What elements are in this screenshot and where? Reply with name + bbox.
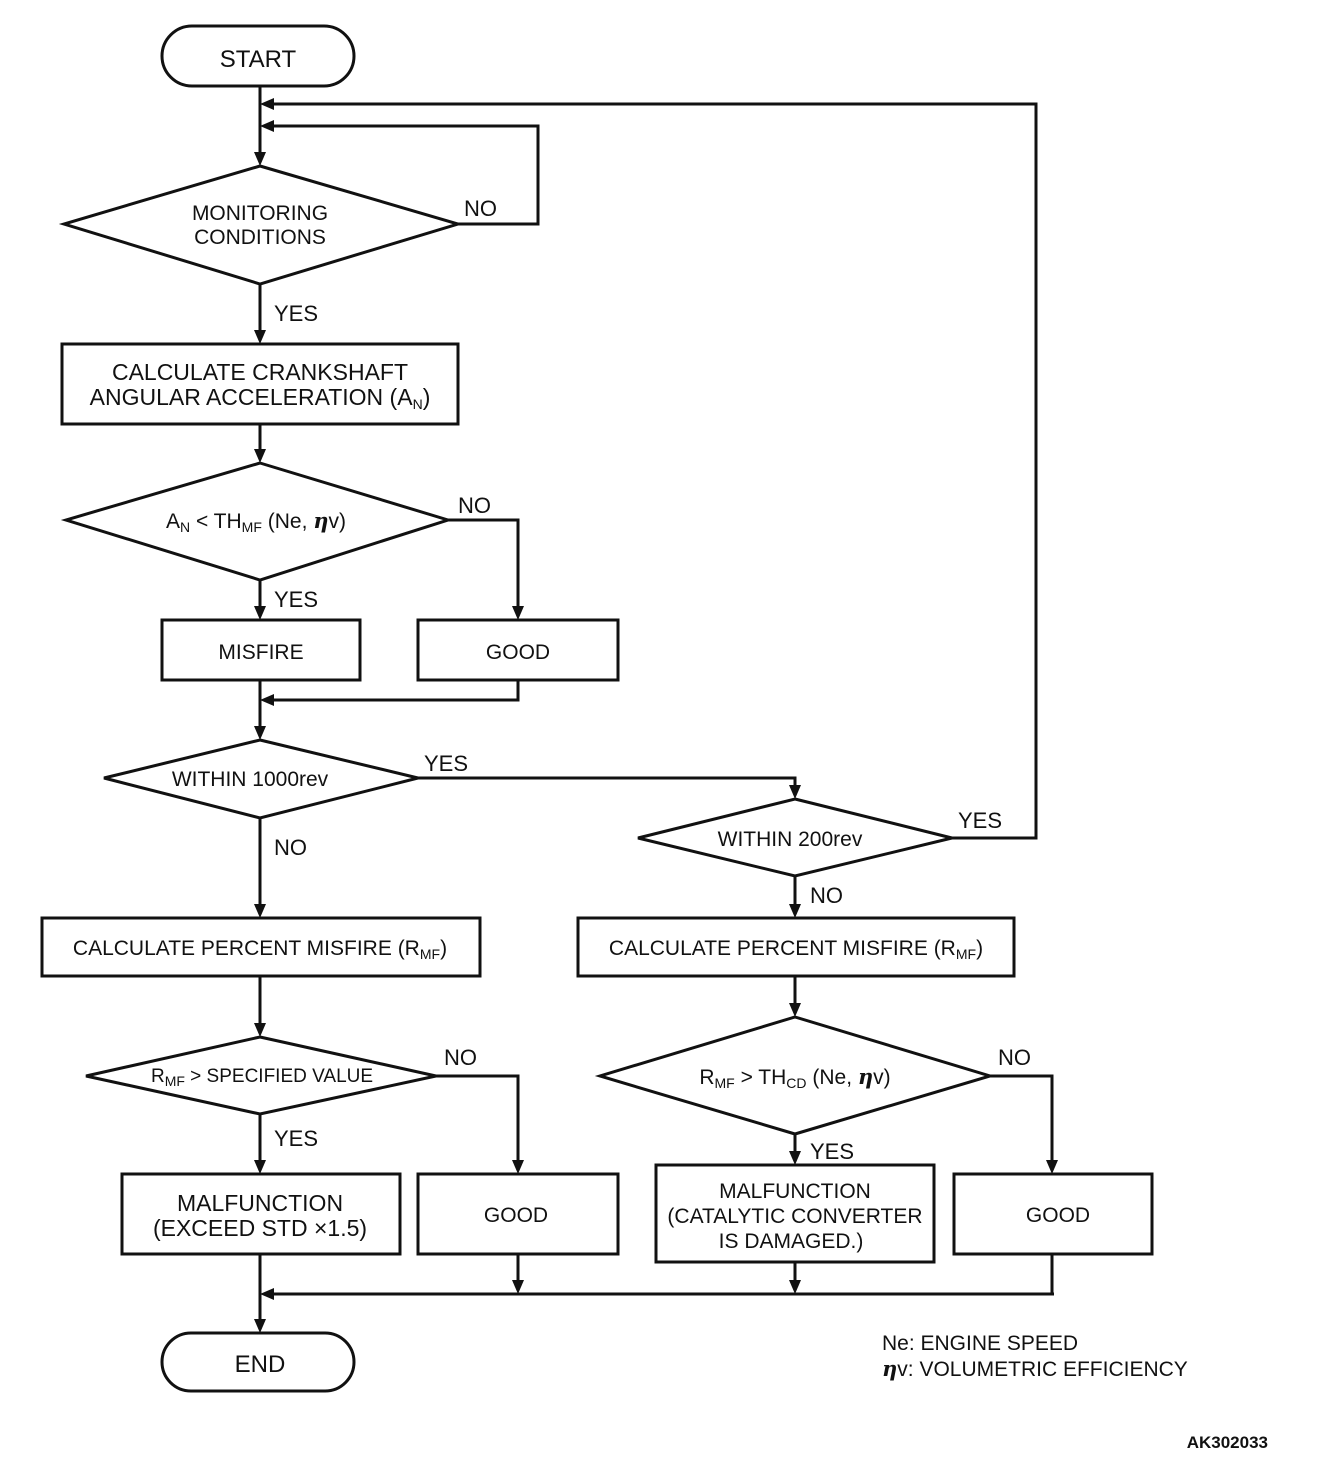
branch-yes-catalyst: YES xyxy=(810,1139,854,1164)
malfunction-cat-line2: (CATALYTIC CONVERTER xyxy=(667,1205,922,1228)
end-terminal xyxy=(160,1331,356,1393)
good-label-1: GOOD xyxy=(486,641,550,664)
legend-volumetric-efficiency: ηv: VOLUMETRIC EFFICIENCY xyxy=(882,1356,1188,1381)
start-label: START xyxy=(220,46,297,73)
malfunction-std-line2: (EXCEED STD ×1.5) xyxy=(153,1215,367,1241)
misfire-box xyxy=(160,618,362,682)
good-box-1 xyxy=(416,618,620,682)
arrow-down-icon xyxy=(789,1003,801,1017)
calc-percent-misfire-box-left xyxy=(40,916,482,978)
arrow-down-icon xyxy=(254,606,266,620)
branch-yes-acceleration: YES xyxy=(274,587,318,612)
within-200rev-decision xyxy=(637,797,953,878)
arrow-down-icon xyxy=(254,449,266,463)
arrow-left-icon xyxy=(260,694,274,706)
catalyst-threshold-decision xyxy=(594,1015,996,1136)
calc-percent-left-label: CALCULATE PERCENT MISFIRE (RMF) xyxy=(73,937,447,962)
arrow-down-icon xyxy=(254,152,266,166)
malfunction-std-line1: MALFUNCTION xyxy=(177,1190,343,1216)
within-200rev-label: WITHIN 200rev xyxy=(718,828,863,851)
monitoring-label-line1: MONITORING xyxy=(192,202,328,225)
arrow-down-icon xyxy=(1046,1160,1058,1174)
branch-no-within-200: NO xyxy=(810,883,843,908)
arrow-down-icon xyxy=(254,726,266,740)
good-label-2: GOOD xyxy=(484,1204,548,1227)
arrow-down-icon xyxy=(789,1151,801,1165)
good-box-3 xyxy=(952,1172,1154,1256)
arrow-down-icon xyxy=(254,1023,266,1037)
calc-accel-label-line1: CALCULATE CRANKSHAFT xyxy=(112,359,408,385)
acceleration-threshold-decision xyxy=(60,461,454,582)
calc-percent-misfire-box-right xyxy=(576,916,1016,978)
arrow-down-icon xyxy=(254,904,266,918)
arrow-down-icon xyxy=(789,1280,801,1294)
arrowheads xyxy=(254,98,1058,1333)
malfunction-cat-line1: MALFUNCTION xyxy=(719,1180,871,1203)
within-1000rev-label: WITHIN 1000rev xyxy=(172,768,329,791)
arrow-down-icon xyxy=(254,330,266,344)
arrow-down-icon xyxy=(512,606,524,620)
calc-angular-acceleration-box xyxy=(60,342,460,426)
malfunction-std-box xyxy=(120,1172,402,1256)
branch-yes-within-1000: YES xyxy=(424,751,468,776)
start-terminal xyxy=(160,24,356,88)
branch-no-within-1000: NO xyxy=(274,835,307,860)
branch-no-acceleration: NO xyxy=(458,493,491,518)
calc-accel-label-line2: ANGULAR ACCELERATION (AN) xyxy=(90,384,431,412)
connectors xyxy=(258,86,1054,1325)
good-label-3: GOOD xyxy=(1026,1204,1090,1227)
branch-no-catalyst: NO xyxy=(998,1045,1031,1070)
arrow-left-icon xyxy=(260,98,274,110)
arrow-down-icon xyxy=(512,1160,524,1174)
figure-code: AK302033 xyxy=(1187,1433,1268,1452)
arrow-down-icon xyxy=(254,1160,266,1174)
monitoring-conditions-decision xyxy=(58,164,464,286)
misfire-label: MISFIRE xyxy=(218,641,303,664)
monitoring-label-line2: CONDITIONS xyxy=(194,226,326,249)
branch-no-specified-value: NO xyxy=(444,1045,477,1070)
branch-no-monitoring: NO xyxy=(464,196,497,221)
arrow-left-icon xyxy=(260,120,274,132)
arrow-down-icon xyxy=(512,1280,524,1294)
good-box-2 xyxy=(416,1172,620,1256)
branch-yes-specified-value: YES xyxy=(274,1126,318,1151)
arrow-left-icon xyxy=(260,1288,274,1300)
arrow-down-icon xyxy=(254,1319,266,1333)
arrow-down-icon xyxy=(789,904,801,918)
branch-yes-within-200: YES xyxy=(958,808,1002,833)
arrow-down-icon xyxy=(789,785,801,799)
within-1000rev-decision xyxy=(103,738,419,820)
malfunction-catalyst-box xyxy=(654,1163,936,1264)
specified-value-condition-label: RMF > SPECIFIED VALUE xyxy=(151,1066,373,1089)
acceleration-condition-label: AN < THMF (Ne, ηv) xyxy=(166,508,346,535)
catalyst-condition-label: RMF > THCD (Ne, ηv) xyxy=(699,1064,890,1091)
calc-percent-right-label: CALCULATE PERCENT MISFIRE (RMF) xyxy=(609,937,983,962)
specified-value-decision xyxy=(85,1035,437,1116)
end-label: END xyxy=(235,1351,286,1378)
legend-engine-speed: Ne: ENGINE SPEED xyxy=(882,1332,1078,1355)
malfunction-cat-line3: IS DAMAGED.) xyxy=(719,1230,864,1253)
branch-yes-monitoring: YES xyxy=(274,301,318,326)
